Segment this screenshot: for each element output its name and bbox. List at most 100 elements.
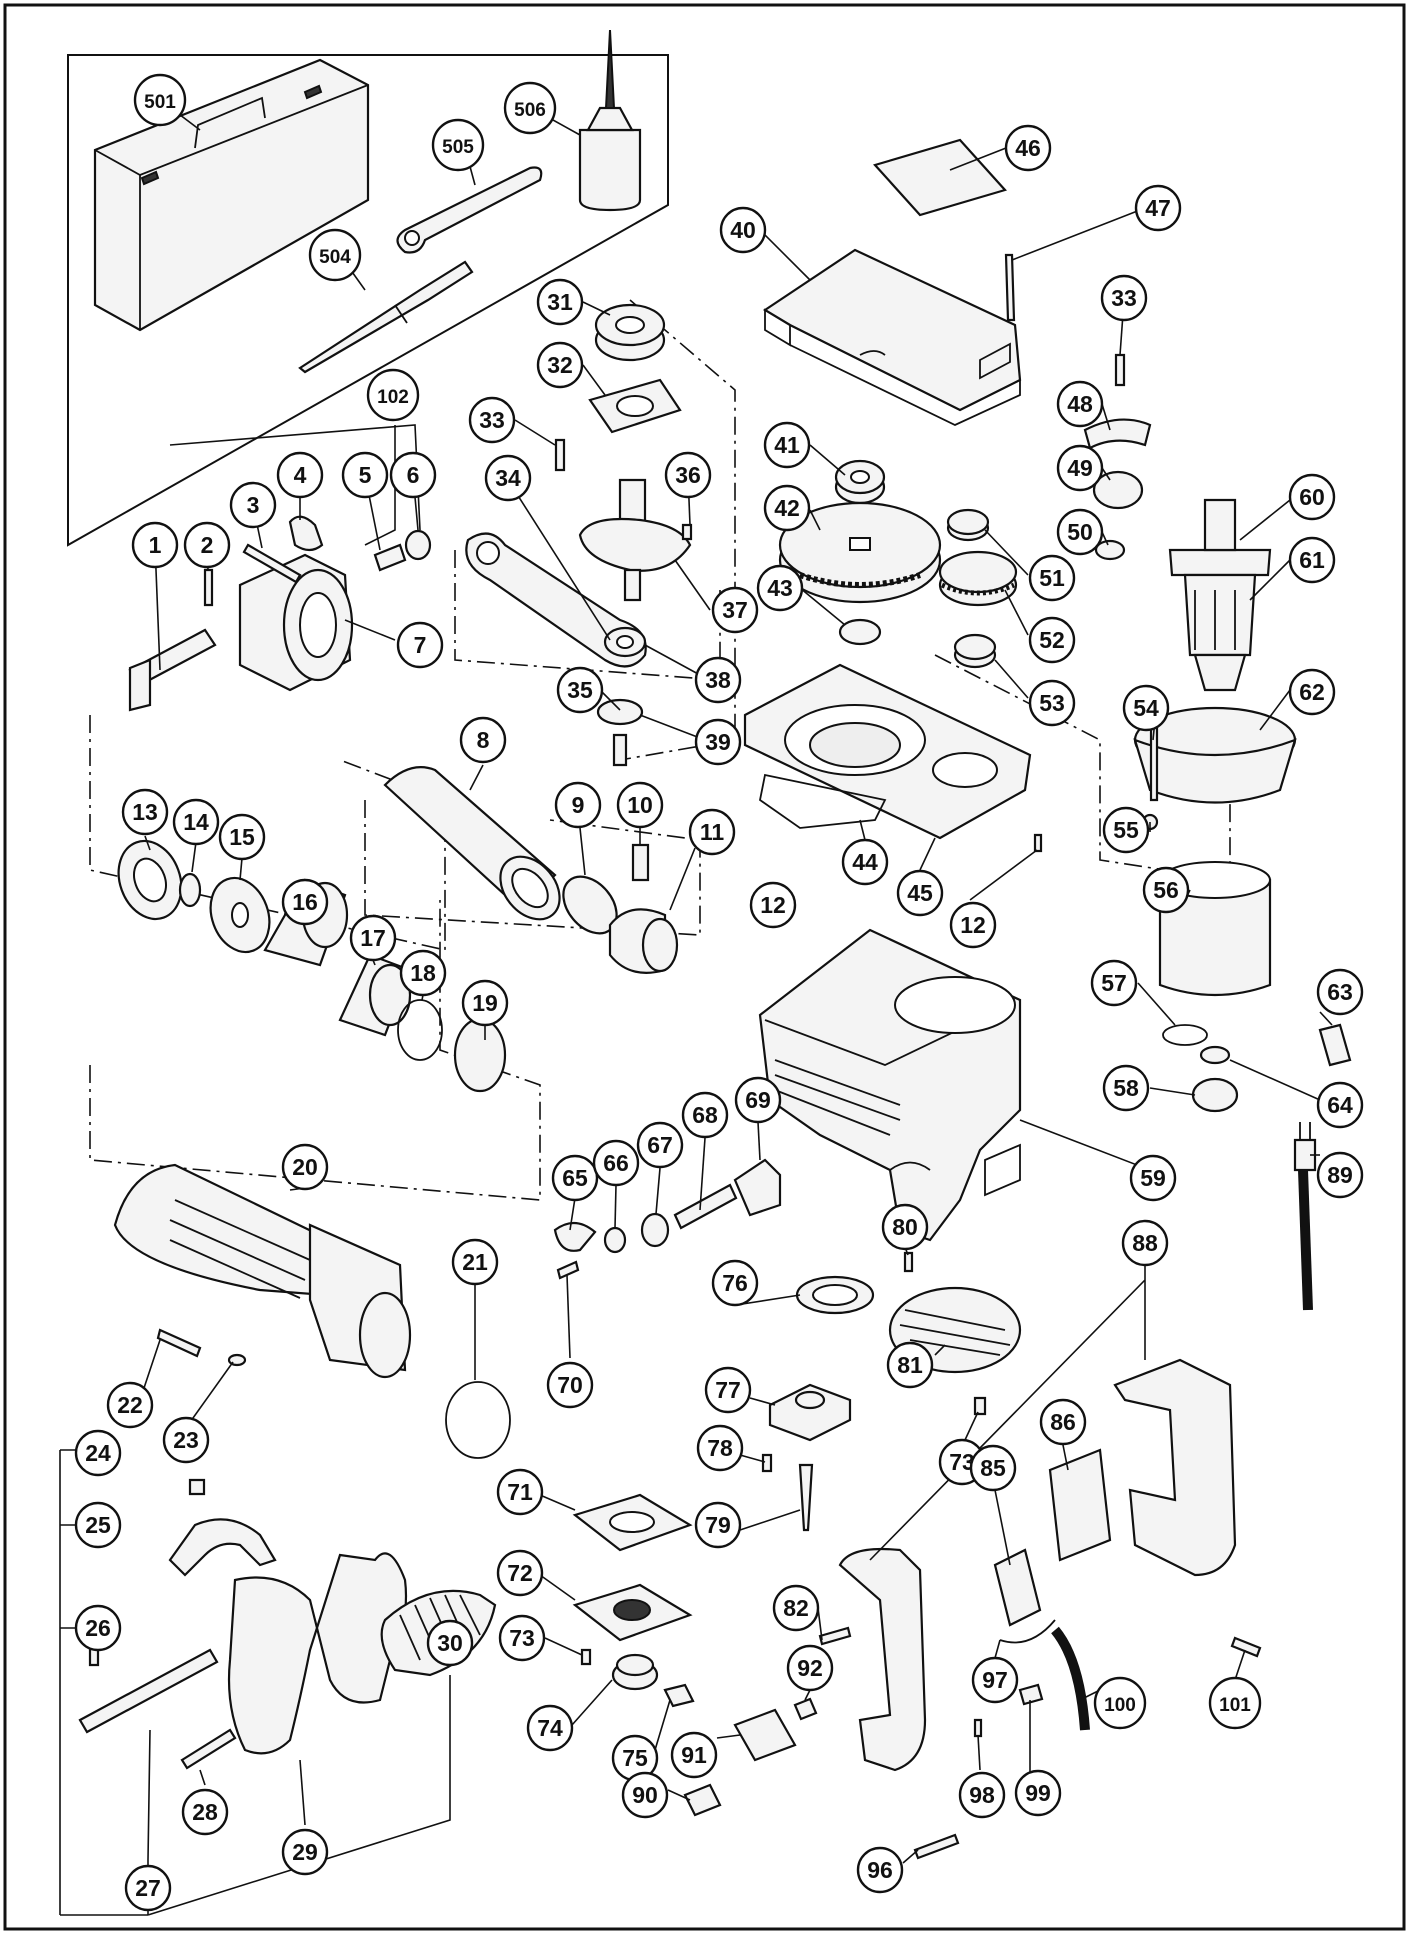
- callout-circle: [74, 1501, 122, 1549]
- callout-circle: [1121, 1219, 1169, 1267]
- screw-82: [818, 1626, 852, 1646]
- callout-label: 82: [783, 1595, 809, 1621]
- callout-100: 100: [1093, 1676, 1147, 1730]
- callout-circle: [592, 1139, 640, 1187]
- damper-15: [209, 876, 271, 954]
- callout-label: 56: [1153, 877, 1179, 903]
- callout-label: 26: [85, 1615, 111, 1641]
- washer-64: [1199, 1045, 1231, 1065]
- plate-48: [1083, 418, 1152, 450]
- callout-10: 10: [616, 781, 664, 829]
- callout-label: 28: [192, 1799, 218, 1825]
- handle-half-82: [838, 1547, 927, 1772]
- callout-circle: [772, 1584, 820, 1632]
- callout-89: 89: [1316, 1151, 1364, 1199]
- callout-circle: [281, 878, 329, 926]
- nut-74: [611, 1653, 659, 1691]
- callout-label: 73: [509, 1625, 535, 1651]
- callout-label: 52: [1039, 627, 1065, 653]
- callout-72: 72: [496, 1549, 544, 1597]
- callout-circle: [681, 1091, 729, 1139]
- armature-cover: [1133, 706, 1297, 804]
- callout-53: 53: [1028, 679, 1076, 727]
- callout-55: 55: [1102, 806, 1150, 854]
- callout-circle: [162, 1416, 210, 1464]
- callout-circle: [536, 341, 584, 389]
- callout-circle: [341, 451, 389, 499]
- callout-circle: [536, 278, 584, 326]
- crank-case: [743, 663, 1032, 840]
- callout-label: 1: [149, 532, 162, 558]
- callout-52: 52: [1028, 616, 1076, 664]
- callout-62: 62: [1288, 668, 1336, 716]
- callout-circle: [621, 1771, 669, 1819]
- spring-5: [373, 543, 407, 572]
- pin-79: [798, 1463, 814, 1532]
- callout-78: 78: [696, 1424, 744, 1472]
- callout-circle: [856, 1846, 904, 1894]
- callout-circle: [1093, 1676, 1147, 1730]
- callout-25: 25: [74, 1501, 122, 1549]
- chisel-bit: [298, 260, 474, 374]
- cap-69: [733, 1158, 782, 1217]
- bearing-53: [953, 633, 997, 669]
- callout-63: 63: [1316, 968, 1364, 1016]
- nut-24: [188, 1478, 206, 1496]
- callout-leaders: [59, 95, 1333, 1916]
- callout-circle: [1014, 1769, 1062, 1817]
- callout-circle: [546, 1361, 594, 1409]
- callout-circle: [949, 901, 997, 949]
- callout-circle: [704, 1366, 752, 1414]
- callout-20: 20: [281, 1143, 329, 1191]
- callout-circle: [756, 564, 804, 612]
- callout-circle: [1288, 536, 1336, 584]
- callout-42: 42: [763, 484, 811, 532]
- callout-label: 48: [1067, 391, 1093, 417]
- callout-81: 81: [886, 1341, 934, 1389]
- callout-label: 16: [292, 889, 318, 915]
- callout-71: 71: [496, 1468, 544, 1516]
- callout-circle: [399, 949, 447, 997]
- callout-label: 44: [852, 849, 878, 875]
- callout-circle: [958, 1771, 1006, 1819]
- callout-label: 67: [647, 1132, 673, 1158]
- noise-suppressor-86: [1048, 1448, 1112, 1562]
- crankshaft: [578, 478, 692, 602]
- cord-armor-100: [1051, 1626, 1090, 1731]
- callout-circle: [763, 484, 811, 532]
- callout-circle: [1102, 1064, 1150, 1112]
- callout-circle: [396, 621, 444, 669]
- callout-6: 6: [389, 451, 437, 499]
- callout-17: 17: [349, 914, 397, 962]
- callout-circle: [749, 881, 797, 929]
- callout-circle: [389, 451, 437, 499]
- callout-91: 91: [670, 1731, 718, 1779]
- block-4: [288, 515, 324, 552]
- callout-circle: [971, 1656, 1019, 1704]
- callout-label: 96: [867, 1857, 893, 1883]
- callout-36: 36: [664, 451, 712, 499]
- washer-43: [838, 618, 882, 646]
- callout-label: 85: [980, 1455, 1006, 1481]
- callout-circle: [670, 1731, 718, 1779]
- callout-label: 33: [1111, 285, 1137, 311]
- callout-circle: [451, 1238, 499, 1286]
- screw-101: [1230, 1636, 1262, 1658]
- callout-82: 82: [772, 1584, 820, 1632]
- carrying-case: [93, 58, 370, 332]
- callout-label: 21: [462, 1249, 488, 1275]
- bolt-28: [180, 1728, 237, 1770]
- handle-cover: [113, 1163, 412, 1379]
- callout-label: 89: [1327, 1162, 1353, 1188]
- callout-label: 42: [774, 495, 800, 521]
- callout-92: 92: [786, 1644, 834, 1692]
- callout-90: 90: [621, 1771, 669, 1819]
- plate-72: [572, 1583, 693, 1642]
- callout-99: 99: [1014, 1769, 1062, 1817]
- callout-circle: [1122, 684, 1170, 732]
- callout-47: 47: [1134, 184, 1182, 232]
- sleeve-17: [338, 953, 412, 1037]
- screw-73a: [580, 1648, 592, 1666]
- callout-label: 17: [360, 925, 386, 951]
- ring-19: [453, 1017, 507, 1093]
